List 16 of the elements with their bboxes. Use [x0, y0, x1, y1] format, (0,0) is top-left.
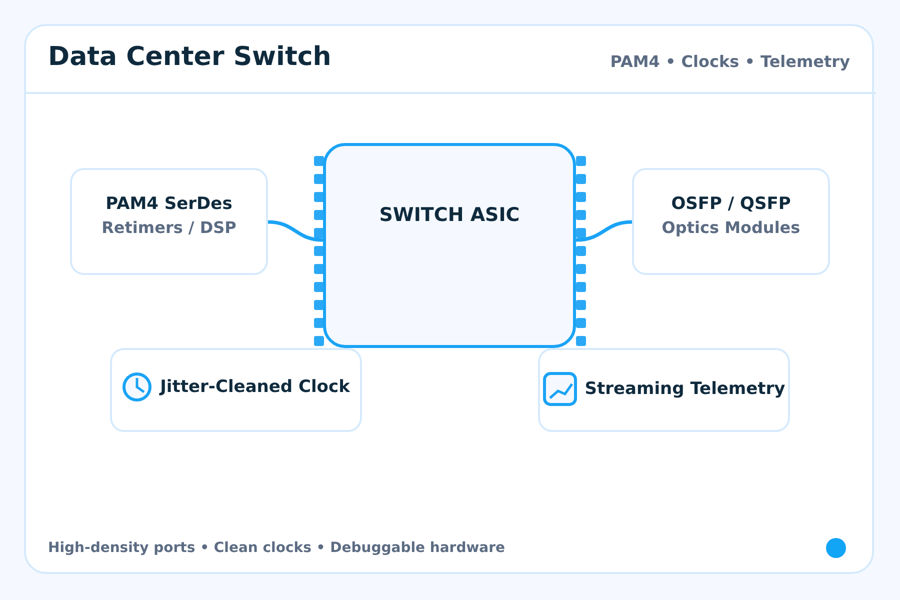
component-box	[538, 348, 790, 432]
connector-curve	[266, 220, 325, 242]
component-subtitle: Optics Modules	[662, 218, 800, 237]
component-title: OSFP / QSFP	[671, 194, 791, 214]
diagram-title: Data Center Switch	[48, 42, 332, 72]
component-box	[70, 168, 268, 275]
component-title: Streaming Telemetry	[584, 379, 786, 399]
component-title: PAM4 SerDes	[106, 194, 232, 214]
subtitle: PAM4 • Clocks • Telemetry	[610, 52, 850, 71]
chip-title: SWITCH ASIC	[379, 204, 520, 226]
connector-curve	[574, 220, 634, 242]
component-box	[110, 348, 362, 432]
footer-note: High-density ports • Clean clocks • Debuggable hardware	[48, 540, 506, 556]
component-title: Jitter-Cleaned Clock	[160, 377, 350, 397]
component-box	[632, 168, 830, 275]
component-subtitle: Retimers / DSP	[102, 218, 236, 237]
